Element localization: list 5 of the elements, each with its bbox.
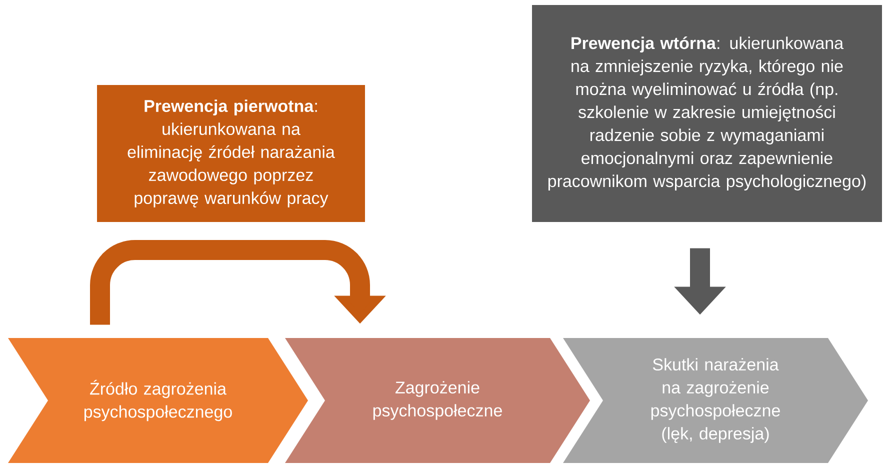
text-box: Prewencja pierwotna: ukierunkowana na eliminację źródeł narażania zawodowego poprzez poprawę warunków pracy	[97, 85, 365, 222]
chevron-box: Zagrożenie psychospołeczne	[285, 338, 590, 463]
chevron-box: Źródło zagrożenia psychospołecznego	[8, 338, 308, 463]
chevron-box: Skutki narażenia na zagrożenie psychospołeczne (lęk, depresja)	[563, 338, 868, 463]
text-box: Prewencja wtórna: ukierunkowana na zmniejszenie ryzyka, którego nie można wyeliminować u źródła (np. szkolenie w zakresie umiejętności radzenie sobie z wymaganiami emocjonalnymi oraz zapewnienie pracownikom wsparcia psychologicznego)	[532, 5, 882, 222]
